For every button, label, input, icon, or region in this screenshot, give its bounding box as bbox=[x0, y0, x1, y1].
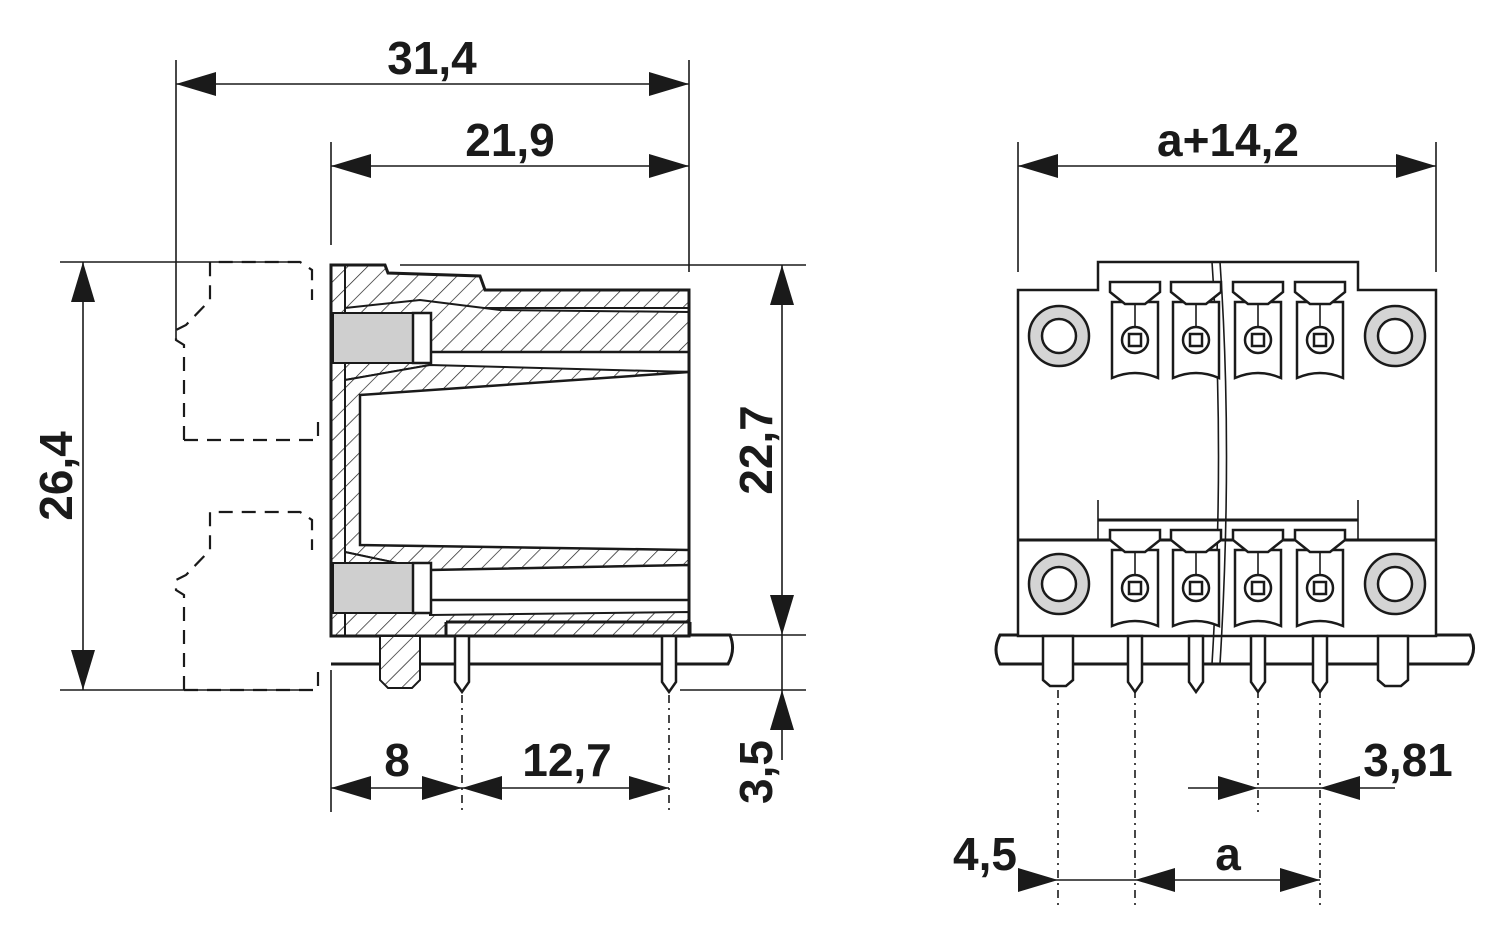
terminal-clamp bbox=[1108, 528, 1162, 628]
terminal-clamp bbox=[1231, 528, 1285, 628]
dim-body-height: 22,7 bbox=[730, 265, 794, 635]
dim-edge-offset-label: 4,5 bbox=[953, 828, 1017, 880]
dim-pitch: 3,81 bbox=[1188, 734, 1453, 800]
dim-body-length-label: 21,9 bbox=[465, 114, 555, 166]
terminal-clamp bbox=[1108, 280, 1162, 380]
housing-body bbox=[329, 263, 691, 638]
dim-total-width: a+14,2 bbox=[1018, 114, 1436, 178]
dim-pin-length-label: 3,5 bbox=[730, 740, 782, 804]
terminal-clamp bbox=[1169, 528, 1223, 628]
terminal-clamp bbox=[1293, 528, 1347, 628]
dim-pin-spacing: 12,7 bbox=[462, 734, 669, 800]
dim-first-pin-offset: 8 bbox=[331, 734, 462, 800]
terminal-clamps bbox=[1108, 280, 1347, 628]
dim-edge-offset: 4,5 bbox=[953, 828, 1058, 892]
dim-span: a bbox=[1058, 828, 1320, 892]
front-pcb bbox=[994, 633, 1475, 666]
front-view: a+14,2 3,81 4,5 a bbox=[953, 114, 1475, 906]
front-pins bbox=[1041, 634, 1410, 695]
dim-body-length: 21,9 bbox=[331, 114, 689, 178]
side-view: 31,4 21,9 26,4 22,7 3,5 bbox=[30, 32, 806, 812]
dim-overall-height: 26,4 bbox=[30, 262, 95, 690]
dim-pin-length: 3,5 bbox=[730, 635, 794, 804]
dim-overall-height-label: 26,4 bbox=[30, 431, 82, 521]
mounting-holes bbox=[1027, 304, 1427, 616]
extension-lines bbox=[60, 60, 806, 812]
terminal-clamp bbox=[1169, 280, 1223, 380]
dim-pitch-label: 3,81 bbox=[1363, 734, 1453, 786]
terminal-clamp bbox=[1293, 280, 1347, 380]
front-extension-lines bbox=[1017, 142, 1437, 906]
mating-plug-outline bbox=[174, 260, 320, 692]
dim-overall-length-label: 31,4 bbox=[387, 32, 477, 84]
terminal-clamp bbox=[1231, 280, 1285, 380]
dim-body-height-label: 22,7 bbox=[730, 405, 782, 495]
solder-pins bbox=[379, 620, 692, 695]
dim-total-width-label: a+14,2 bbox=[1157, 114, 1299, 166]
dim-first-pin-offset-label: 8 bbox=[384, 734, 410, 786]
dim-overall-length: 31,4 bbox=[176, 32, 689, 96]
dim-pin-spacing-label: 12,7 bbox=[522, 734, 612, 786]
dim-span-label: a bbox=[1215, 828, 1241, 880]
